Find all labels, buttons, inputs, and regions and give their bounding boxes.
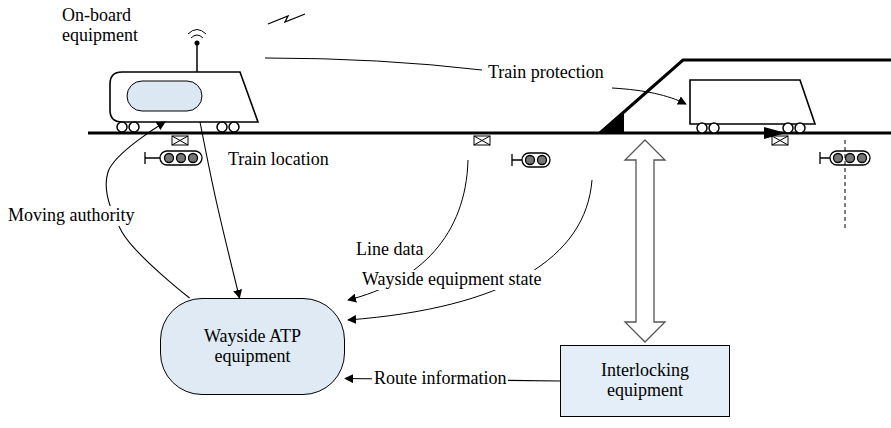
protection-arrow <box>612 88 686 104</box>
onboard-train <box>110 30 258 133</box>
node-text: On-board equipment <box>62 6 162 46</box>
wayside-atp-box: Wayside ATP equipment <box>160 298 345 395</box>
onboard-equipment: On-board equipment <box>62 6 262 122</box>
interlocking-box: Interlocking equipment <box>560 345 730 417</box>
edge-label: Train location <box>226 150 331 170</box>
edge-label: Moving authority <box>6 206 137 226</box>
protection-wedge <box>598 111 624 133</box>
front-train <box>690 80 815 139</box>
interface-double-arrow <box>625 140 665 342</box>
annotation-label: Train protection <box>486 63 606 83</box>
node-text: Interlocking equipment <box>580 361 710 401</box>
wayside-state-arrow <box>348 180 592 320</box>
node-text: Wayside ATP equipment <box>188 327 318 367</box>
balise <box>172 136 788 145</box>
radio-link <box>265 58 482 70</box>
protection-envelope <box>600 60 891 133</box>
block-boundary <box>845 140 846 228</box>
lightning-symbol <box>268 14 305 24</box>
annotation-label: Wayside equipment state <box>360 270 544 290</box>
edge-label: Route information <box>372 369 508 389</box>
annotation-label: Line data <box>354 240 425 260</box>
flow-connector <box>200 122 240 298</box>
